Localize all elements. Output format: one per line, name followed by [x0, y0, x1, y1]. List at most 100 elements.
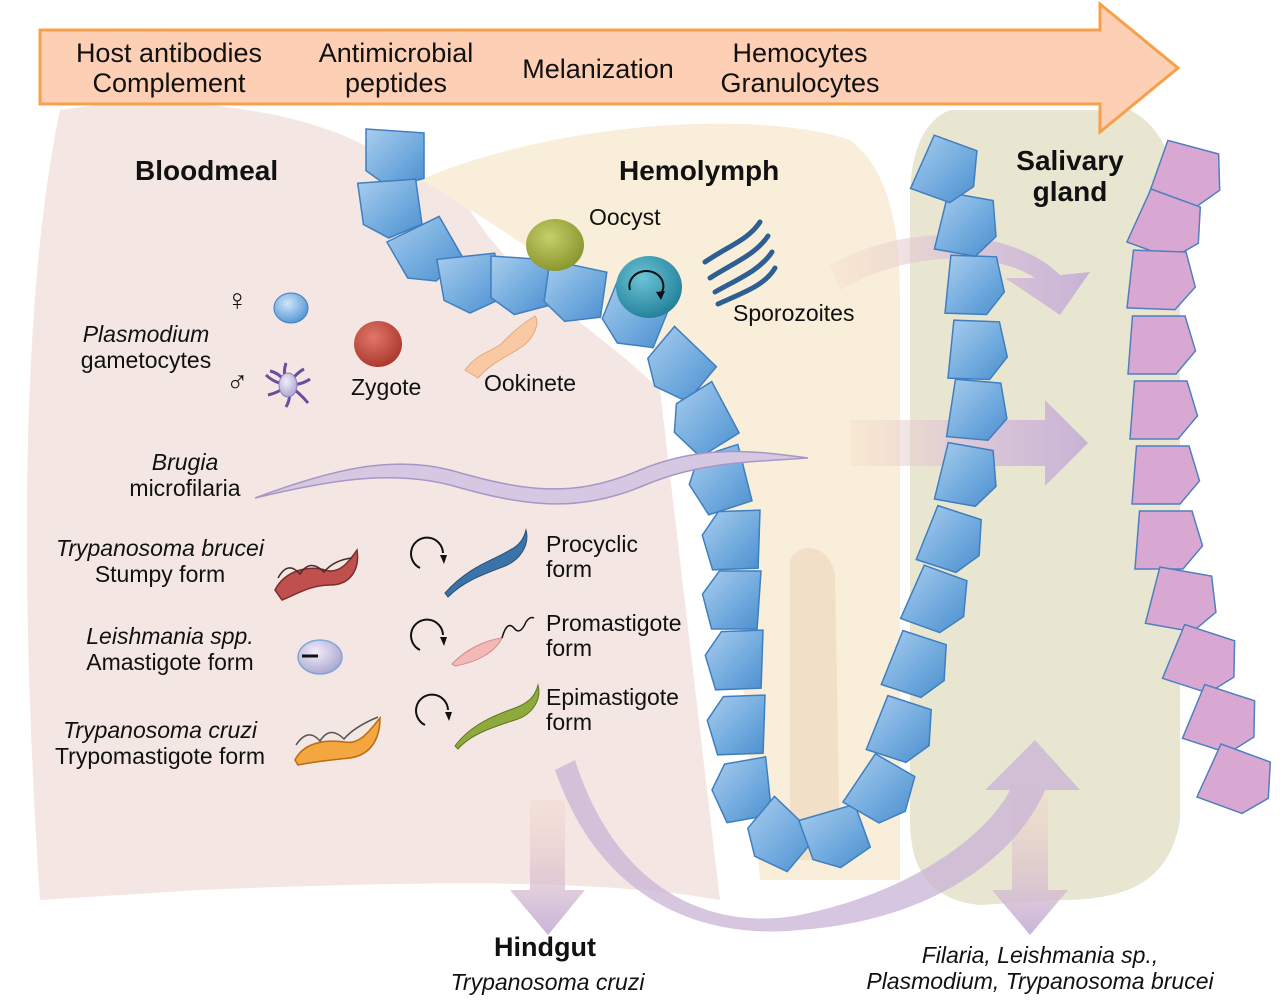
midgut-cell — [947, 319, 1009, 381]
promastigote-label: Promastigote form — [546, 611, 682, 661]
zygote — [354, 321, 402, 367]
immune-response-arrow — [38, 0, 1181, 136]
midgut-cell — [701, 570, 762, 630]
species-stage: gametocytes — [80, 346, 212, 373]
midgut-cell — [797, 803, 872, 869]
midgut-cell — [933, 441, 997, 508]
midgut-cell — [701, 509, 761, 571]
immune-item-antibodies: Host antibodies Complement — [58, 38, 280, 98]
flagellum-undulating — [277, 557, 353, 579]
female-symbol: ♀ — [226, 284, 249, 317]
midgut-cell — [436, 252, 504, 314]
salivary-cell — [1129, 380, 1199, 440]
brugia-label: Brugia microfilaria — [100, 449, 270, 502]
immune-item-line: Hemocytes — [732, 38, 868, 68]
cycle-arrowheads — [440, 555, 452, 721]
salivary-cell — [1134, 510, 1204, 570]
midgut-cell — [915, 504, 982, 574]
hindgut-shadow — [790, 548, 840, 860]
bloodmeal-heading: Bloodmeal — [135, 155, 279, 186]
salivary-cell — [1161, 623, 1236, 694]
saliva-output-arrow — [992, 790, 1068, 935]
salivary-cell — [1195, 743, 1272, 815]
zygote-label: Zygote — [351, 374, 422, 400]
leishmania-amastigote — [297, 639, 343, 675]
sporozoite-transit-arrow — [830, 235, 1090, 315]
species-name: Trypanosoma brucei — [56, 535, 264, 561]
gut-to-salivary-curved-arrow — [555, 740, 1080, 932]
t-cruzi-label: Trypanosoma cruzi Trypomastigote form — [28, 717, 292, 770]
species-line: Plasmodium, Trypanosoma brucei — [866, 967, 1214, 994]
form-line: form — [546, 555, 592, 582]
midgut-cell — [944, 254, 1006, 316]
ookinete-label: Ookinete — [484, 370, 577, 396]
species-name: Trypanosoma cruzi — [63, 717, 257, 743]
species-name: Brugia — [151, 449, 219, 475]
immune-item-line: Host antibodies — [75, 38, 263, 68]
form-line: Procyclic — [546, 531, 639, 557]
cycle-arrow-icon — [628, 270, 665, 296]
immune-item-line: Complement — [92, 68, 246, 99]
oocyst — [526, 219, 584, 271]
salivary-gland-heading: Salivary gland — [1000, 145, 1140, 208]
epimastigote-label: Epimastigote form — [546, 685, 679, 735]
midgut-cell — [841, 752, 916, 824]
heading-line: gland — [1032, 176, 1108, 208]
hemolymph-region — [420, 123, 900, 880]
sporozoites — [702, 219, 778, 307]
female-gametocyte — [273, 292, 309, 324]
form-line: Promastigote — [546, 610, 682, 636]
immune-item-melanization: Melanization — [522, 54, 674, 84]
promastigote-flagellum — [501, 616, 535, 639]
midgut-cell — [865, 694, 932, 764]
immune-item-antimicrobial: Antimicrobial peptides — [300, 38, 492, 98]
hindgut-arrow — [510, 800, 585, 935]
midgut-cell — [543, 259, 608, 323]
promastigote-form — [451, 637, 503, 667]
species-stage: microfilaria — [129, 474, 241, 501]
heading-line: Salivary — [1016, 145, 1124, 176]
saliva-species: Filaria, Leishmania sp., Plasmodium, Try… — [830, 942, 1250, 995]
immune-item-hemocytes: Hemocytes Granulocytes — [700, 38, 900, 98]
hindgut-heading: Hindgut — [494, 932, 596, 962]
hindgut-species: Trypanosoma cruzi — [450, 969, 645, 995]
oocyst-label: Oocyst — [589, 204, 661, 230]
midgut-cell — [706, 694, 766, 756]
species-line: Filaria, Leishmania sp., — [921, 942, 1159, 968]
salivary-cell — [1181, 683, 1256, 754]
midgut-cell — [880, 629, 947, 699]
species-stage: Trypomastigote form — [54, 742, 266, 769]
plasmodium-label: Plasmodium gametocytes — [60, 321, 232, 374]
trypanosoma-brucei-stumpy — [274, 548, 359, 601]
form-line: form — [546, 634, 592, 661]
species-stage: Amastigote form — [86, 648, 254, 675]
flagellum-undulating — [295, 716, 379, 746]
midgut-cell — [673, 380, 741, 458]
immune-item-line: Granulocytes — [720, 68, 880, 99]
leishmania-label: Leishmania spp. Amastigote form — [40, 623, 300, 676]
ookinete — [464, 315, 538, 379]
procyclic-form — [444, 529, 528, 598]
male-gametocyte — [264, 362, 311, 408]
salivary-cell — [1131, 445, 1201, 505]
microfilaria-transit-arrow — [850, 400, 1088, 486]
brugia-microfilaria — [254, 450, 809, 505]
oocyst-developing — [616, 256, 682, 318]
immune-item-line: Antimicrobial — [318, 38, 474, 68]
form-line: Epimastigote — [546, 684, 679, 710]
midgut-cell — [899, 564, 968, 634]
sporozoites-label: Sporozoites — [733, 300, 855, 326]
cycle-arrow-icon — [410, 536, 449, 726]
hemolymph-heading: Hemolymph — [619, 155, 780, 186]
species-stage: Stumpy form — [94, 560, 226, 587]
immune-item-line: peptides — [344, 68, 448, 99]
salivary-cell — [1127, 315, 1197, 375]
form-line: form — [546, 708, 592, 735]
midgut-cell — [704, 629, 764, 691]
male-symbol: ♂ — [226, 366, 249, 399]
salivary-gland-epithelium — [1125, 139, 1272, 815]
t-brucei-label: Trypanosoma brucei Stumpy form — [30, 535, 290, 588]
trypanosoma-cruzi-trypomastigote — [294, 715, 381, 766]
species-name: Plasmodium — [82, 321, 210, 347]
